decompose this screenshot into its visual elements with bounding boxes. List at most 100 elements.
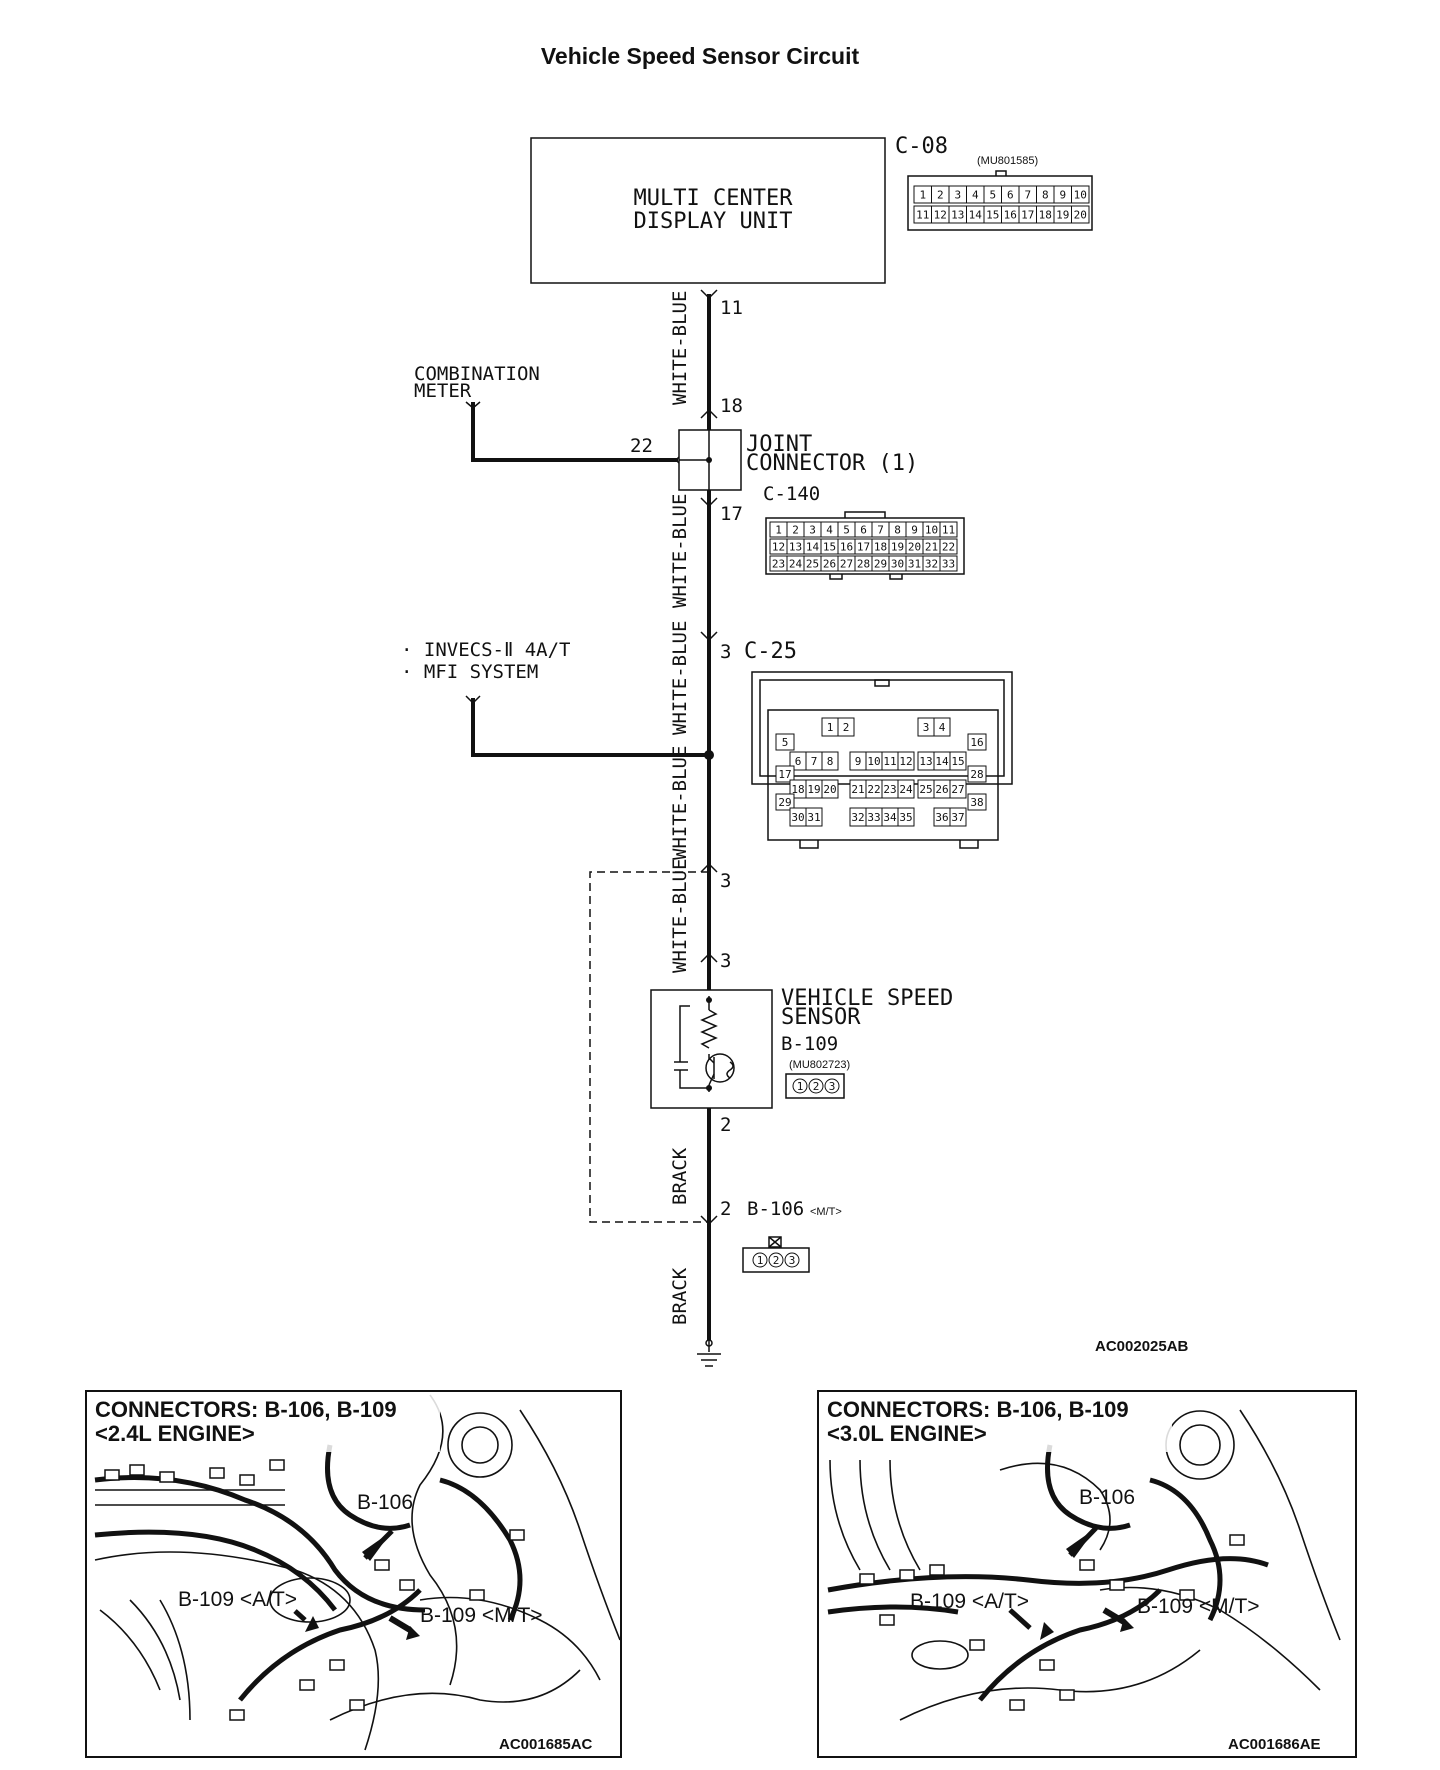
b109-pin-cell: [808, 1078, 824, 1094]
wire-color-label: WHITE-BLUE: [669, 494, 691, 608]
c08-pin-number: 16: [1004, 209, 1017, 222]
c25-pin-number: 27: [951, 783, 964, 796]
b106-pin-cell: [768, 1252, 784, 1268]
combination-meter-line2: METER: [414, 380, 472, 402]
c08-pin-number: 13: [951, 209, 964, 222]
c25-pin-number: 17: [778, 768, 791, 781]
photo-right-callout-b109-mt: B-109 <M/T>: [1137, 1595, 1260, 1618]
photo-right-connectors-3-0l: CONNECTORS: B-106, B-109 <3.0L ENGINE> B…: [817, 1390, 1357, 1758]
c25-pin-number: 2: [843, 721, 850, 734]
c08-pin-number: 12: [934, 209, 947, 222]
multi-center-display-unit-box: [530, 137, 886, 284]
c140-pin-number: 25: [806, 558, 819, 571]
c08-pin-number: 3: [954, 189, 961, 202]
c25-pin-number: 10: [867, 755, 880, 768]
pin-label-3-sensor: 3: [720, 950, 731, 972]
c25-pin-number: 32: [851, 811, 864, 824]
b109-pin-number: 2: [813, 1080, 820, 1093]
c25-pin-number: 7: [811, 755, 818, 768]
c25-pin-number: 21: [851, 783, 864, 796]
c140-pin-number: 21: [925, 541, 938, 554]
c25-pin-number: 29: [778, 796, 791, 809]
c25-pin-cell: [775, 793, 795, 811]
photo-left-callout-b109-at: B-109 <A/T>: [178, 1588, 297, 1611]
sensor-internal-symbol: [674, 996, 735, 1092]
c140-pin-number: 11: [942, 524, 955, 537]
joint-connector-line2: CONNECTOR (1): [746, 451, 918, 476]
photo-right-code: AC001686AE: [1228, 1736, 1321, 1753]
c25-pin-number: 8: [827, 755, 834, 768]
branch-line1: · INVECS-Ⅱ 4A/T: [401, 639, 571, 661]
b109-pin-number: 1: [797, 1080, 804, 1093]
c140-pin-number: 32: [925, 558, 938, 571]
c25-pin-number: 13: [919, 755, 932, 768]
c08-pin-number: 11: [916, 209, 929, 222]
c25-pin-cell: [821, 779, 839, 799]
joint-connector-line1: JOINT: [746, 432, 812, 457]
c25-pin-number: 25: [919, 783, 932, 796]
c08-pin-number: 7: [1024, 189, 1031, 202]
c08-pin-number: 19: [1056, 209, 1069, 222]
c25-pin-number: 4: [939, 721, 946, 734]
c140-pin-number: 2: [792, 524, 799, 537]
pin-label-3-upper: 3: [720, 870, 731, 892]
c08-pin-cell: [1071, 205, 1090, 224]
c140-pin-number: 7: [877, 524, 884, 537]
c140-pin-number: 5: [843, 524, 850, 537]
c25-pin-cell: [775, 765, 795, 783]
sensor-connector-id: B-109: [781, 1033, 838, 1055]
c08-pin-cell: [1071, 185, 1090, 204]
b109-pin-number: 3: [829, 1080, 836, 1093]
combination-meter-line1: COMBINATION: [414, 363, 540, 385]
b106-pin-number: 3: [789, 1254, 796, 1267]
c25-pin-number: 15: [951, 755, 964, 768]
c08-pin-number: 9: [1059, 189, 1066, 202]
c25-pin-number: 38: [970, 796, 983, 809]
c08-pin-number: 17: [1021, 209, 1034, 222]
c140-pin-number: 23: [772, 558, 785, 571]
c140-pin-number: 33: [942, 558, 955, 571]
c25-connector-id: C-25: [744, 639, 797, 664]
c140-pin-number: 16: [840, 541, 853, 554]
b109-pin-cell: [824, 1078, 840, 1094]
c25-pin-number: 23: [883, 783, 896, 796]
wire-color-label: WHITE-BLUE: [669, 621, 691, 735]
joint-node: [706, 457, 712, 463]
c25-pin-cell: [897, 807, 915, 827]
pin-label-2-b106: 2: [720, 1198, 731, 1220]
photo-left-title-line1: CONNECTORS: B-106, B-109: [95, 1397, 397, 1422]
vehicle-speed-sensor-box: [650, 989, 773, 1109]
c25-pin-number: 30: [791, 811, 804, 824]
c25-pin-number: 18: [791, 783, 804, 796]
wire-color-label: WHITE-BLUE: [669, 859, 691, 973]
pin-label-18: 18: [720, 395, 743, 417]
c140-pin-number: 20: [908, 541, 921, 554]
diagram-code: AC002025AB: [1095, 1338, 1189, 1355]
c140-pin-number: 15: [823, 541, 836, 554]
c25-pin-cell: [775, 733, 795, 751]
c140-pin-number: 9: [911, 524, 918, 537]
c140-pin-number: 3: [809, 524, 816, 537]
c140-pin-cell: [939, 555, 958, 572]
c25-pin-number: 28: [970, 768, 983, 781]
photo-right-title-line1: CONNECTORS: B-106, B-109: [827, 1397, 1129, 1422]
c25-pin-cell: [949, 751, 967, 771]
c25-pin-number: 16: [970, 736, 983, 749]
b106-connector-id: B-106: [747, 1198, 804, 1220]
c25-pin-number: 5: [782, 736, 789, 749]
c25-pin-cell: [805, 807, 823, 827]
page-title: Vehicle Speed Sensor Circuit: [541, 43, 860, 69]
c25-pin-cell: [933, 717, 951, 737]
c08-pin-number: 5: [989, 189, 996, 202]
c25-pin-number: 1: [827, 721, 834, 734]
unit-name-line1: MULTI CENTER: [634, 186, 794, 211]
c140-pin-number: 18: [874, 541, 887, 554]
b106-pin-number: 1: [757, 1254, 764, 1267]
c140-pin-number: 10: [925, 524, 938, 537]
dashed-harness-outline: [589, 871, 709, 1223]
c25-pin-cell: [967, 733, 987, 751]
c140-pin-number: 19: [891, 541, 904, 554]
